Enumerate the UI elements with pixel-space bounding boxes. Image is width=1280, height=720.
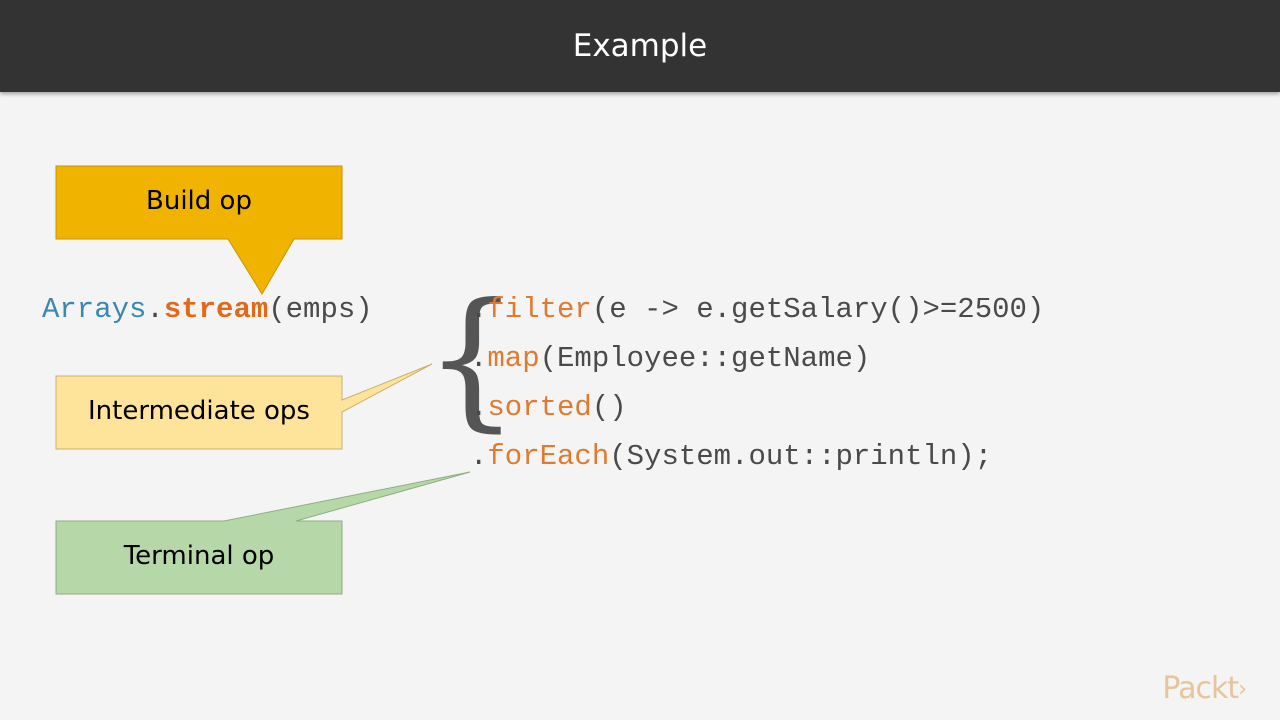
code-dot: .	[470, 342, 488, 375]
build-op-label: Build op	[146, 186, 252, 216]
code-line-filter: .filter(e -> e.getSalary()>=2500)	[470, 293, 1044, 326]
packt-logo-text: Packt	[1162, 671, 1239, 706]
code-stream-token: stream	[163, 293, 269, 326]
build-op-callout-shape	[55, 165, 343, 295]
code-line-foreach: .forEach(System.out::println);	[470, 440, 992, 473]
packt-logo: Packt›	[1162, 671, 1247, 706]
curly-brace: {	[424, 272, 520, 446]
code-map-args: (Employee::getName)	[539, 342, 871, 375]
intermediate-ops-label: Intermediate ops	[88, 396, 310, 426]
code-line-sorted: .sorted()	[470, 391, 627, 424]
code-foreach-args: (System.out::println);	[609, 440, 993, 473]
code-line-1: Arrays.stream(emps)	[42, 293, 373, 326]
packt-logo-mark: ›	[1238, 677, 1247, 702]
code-line-map: .map(Employee::getName)	[470, 342, 870, 375]
code-dot: .	[470, 440, 488, 473]
code-foreach-token: forEach	[487, 440, 610, 473]
code-dot: .	[470, 391, 488, 424]
code-filter-token: filter	[487, 293, 592, 326]
terminal-op-callout-shape	[55, 471, 471, 595]
code-sorted-token: sorted	[487, 391, 592, 424]
terminal-op-label: Terminal op	[123, 541, 275, 571]
code-dot: .	[470, 293, 488, 326]
code-arrays-token: Arrays	[42, 293, 147, 326]
code-map-token: map	[487, 342, 540, 375]
slide-title: Example	[572, 28, 708, 64]
code-stream-args: (emps)	[268, 293, 373, 326]
intermediate-ops-callout-shape	[55, 363, 433, 450]
code-dot: .	[146, 293, 164, 326]
title-bar	[0, 0, 1280, 92]
code-sorted-args: ()	[591, 391, 627, 424]
code-filter-args: (e -> e.getSalary()>=2500)	[591, 293, 1045, 326]
